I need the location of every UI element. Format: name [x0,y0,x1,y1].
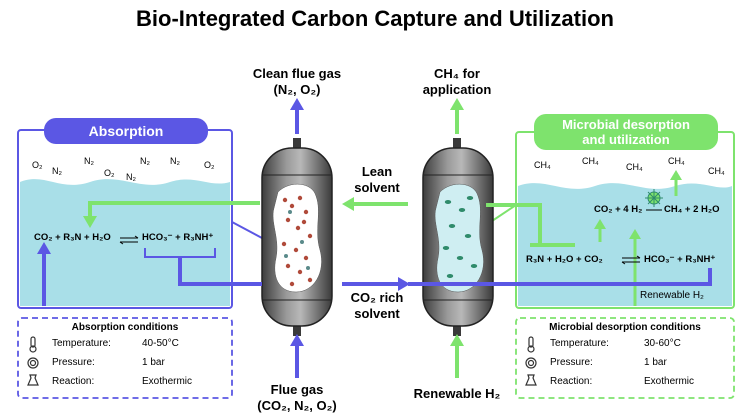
gas-label: O₂ [204,160,215,170]
gas-label: N₂ [84,156,94,166]
absorption-cond-value: 40-50°C [142,338,179,349]
desorption-cond-value: Exothermic [644,376,695,387]
absorption-equation-right: HCO₃⁻ + R₃NH⁺ [142,232,214,243]
absorption-cond-label: Pressure: [52,357,95,368]
cond-icons-right [525,336,537,386]
renewable-h2-inner-label: Renewable H₂ [640,290,704,301]
absorber-column [261,138,333,336]
desorption-cond-label: Reaction: [550,376,593,387]
gas-label: O₂ [104,168,115,178]
absorption-cond-label: Temperature: [52,338,111,349]
desorption-panel [515,131,735,309]
microbe-icon [645,189,663,207]
gas-label: N₂ [140,156,150,166]
clean-flue-gas-label: Clean flue gas (N₂, O₂) [252,66,342,97]
absorption-equation-left: CO₂ + R₃N + H₂O [34,232,111,243]
gas-label: CH₄ [626,162,643,172]
desorption-equation-right: HCO₃⁻ + R₃NH⁺ [644,254,716,265]
desorption-header: Microbial desorption and utilization [534,114,718,150]
desorber-column [422,138,494,336]
desorption-reaction-left: CO₂ + 4 H₂ [594,204,643,215]
renewable-h2-label: Renewable H₂ [413,386,501,401]
desorption-reaction-right: CH₄ + 2 H₂O [664,204,720,215]
cond-icons-left [27,336,39,386]
absorber-particles [281,195,313,287]
absorption-conditions-title: Absorption conditions [71,322,179,333]
gas-label: CH₄ [582,156,599,166]
desorption-conditions-title: Microbial desorption conditions [549,322,701,333]
gas-label: O₂ [32,160,43,170]
desorption-equation-left: R₃N + H₂O + CO₂ [526,254,603,265]
desorption-cond-label: Pressure: [550,357,593,368]
flue-gas-label: Flue gas (CO₂, N₂, O₂) [257,382,337,413]
ch4-for-application-label: CH₄ for application [422,66,492,97]
gas-label: CH₄ [708,166,725,176]
desorption-cond-value: 1 bar [644,357,667,368]
desorption-flows [408,170,712,306]
rich-solvent-label: CO₂ rich solvent [350,290,404,321]
desorption-cond-value: 30-60°C [644,338,681,349]
gas-label: N₂ [126,172,136,182]
desorption-cond-label: Temperature: [550,338,609,349]
absorption-cond-value: Exothermic [142,376,193,387]
absorption-panel [17,129,233,309]
gas-label: CH₄ [668,156,685,166]
gas-label: N₂ [170,156,180,166]
gas-label: N₂ [52,166,62,176]
absorption-cond-value: 1 bar [142,357,165,368]
lean-solvent-label: Lean solvent [354,164,400,195]
gas-label: CH₄ [534,160,551,170]
absorption-cond-label: Reaction: [52,376,95,387]
absorption-header: Absorption [44,118,208,144]
absorption-flows [37,201,262,306]
diagram-title: Bio-Integrated Carbon Capture and Utiliz… [136,6,614,31]
